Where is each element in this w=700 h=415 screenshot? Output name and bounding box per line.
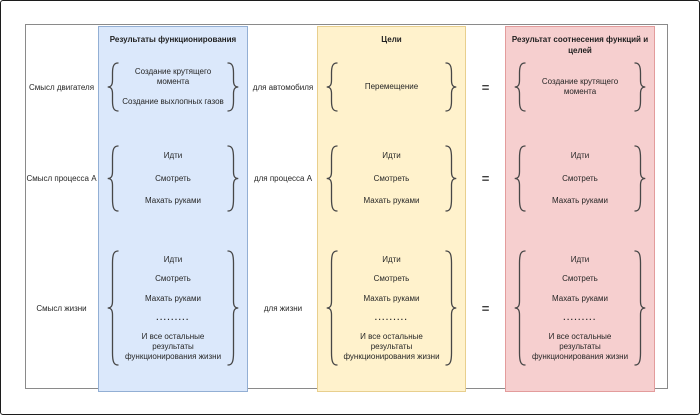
left-brace-icon — [514, 250, 526, 366]
list-item: Идти — [163, 151, 183, 161]
right-brace-icon — [634, 62, 646, 112]
list-item: Смотреть — [155, 173, 191, 183]
right-brace-icon — [445, 145, 457, 212]
goals-item-list: Перемещение — [341, 62, 442, 112]
left-brace-icon — [326, 250, 338, 366]
right-brace-icon — [227, 62, 239, 112]
row-gap-label: для жизни — [263, 303, 303, 313]
row-gap-label: для процесса А — [253, 174, 313, 183]
list-item: Смотреть — [562, 274, 598, 284]
list-item: Идти — [382, 151, 401, 161]
list-item: Создание выхлопных газов — [122, 97, 224, 107]
right-brace-icon — [634, 250, 646, 366]
list-item: ......... — [563, 312, 597, 322]
row-left-label: Смысл двигателя — [28, 82, 95, 92]
row-left-label: Смысл процесса А — [26, 174, 97, 183]
left-brace-icon — [107, 250, 119, 366]
list-item: Махать руками — [145, 293, 201, 303]
row-gap-label: для автомобиля — [252, 82, 314, 92]
left-brace-icon — [326, 62, 338, 112]
list-item: Идти — [570, 151, 590, 161]
list-item: Создание крутящего момента — [134, 67, 212, 86]
list-item: И все остальные результаты функционирова… — [124, 332, 222, 361]
column-functions-header: Результаты функционирования — [109, 35, 237, 44]
list-item: Махать руками — [552, 293, 608, 303]
equals-sign: = — [481, 171, 490, 186]
list-item: Создание крутящего момента — [541, 77, 619, 96]
row-left-label: Смысл жизни — [36, 303, 87, 313]
right-brace-icon — [634, 145, 646, 212]
list-item: Махать руками — [363, 293, 420, 303]
right-brace-icon — [227, 145, 239, 212]
list-item: Смотреть — [373, 274, 410, 284]
list-item: Смотреть — [373, 173, 410, 183]
list-item: ......... — [156, 312, 190, 322]
list-item: Смотреть — [562, 173, 598, 183]
column-functions: Результаты функционирования Создание кру… — [98, 26, 248, 392]
list-item: Идти — [163, 254, 183, 264]
right-brace-icon — [227, 250, 239, 366]
list-item: Смотреть — [155, 274, 191, 284]
column-result: Результат соотнесения функций и целей Со… — [505, 26, 655, 392]
left-brace-icon — [326, 145, 338, 212]
right-brace-icon — [445, 250, 457, 366]
equals-sign: = — [481, 79, 490, 95]
list-item: Перемещение — [364, 82, 419, 92]
list-item: Махать руками — [145, 196, 201, 206]
equals-sign: = — [481, 300, 490, 316]
left-brace-icon — [107, 145, 119, 212]
left-brace-icon — [514, 145, 526, 212]
left-brace-icon — [107, 62, 119, 112]
list-item: Махать руками — [552, 196, 608, 206]
list-item: Идти — [382, 254, 401, 264]
column-result-header: Результат соотнесения функций и целей — [511, 35, 649, 55]
list-item: И все остальные результаты функционирова… — [343, 332, 440, 361]
result-item-list: Создание крутящего момента — [529, 62, 631, 112]
column-goals-header: Цели — [381, 35, 402, 44]
list-item: Махать руками — [363, 196, 420, 206]
right-brace-icon — [445, 62, 457, 112]
list-item: И все остальные результаты функционирова… — [531, 332, 629, 361]
goals-group: Перемещение — [318, 62, 465, 112]
left-brace-icon — [514, 62, 526, 112]
list-item: ......... — [374, 312, 409, 322]
list-item: Идти — [570, 254, 590, 264]
result-group: Создание крутящего момента — [506, 62, 654, 112]
